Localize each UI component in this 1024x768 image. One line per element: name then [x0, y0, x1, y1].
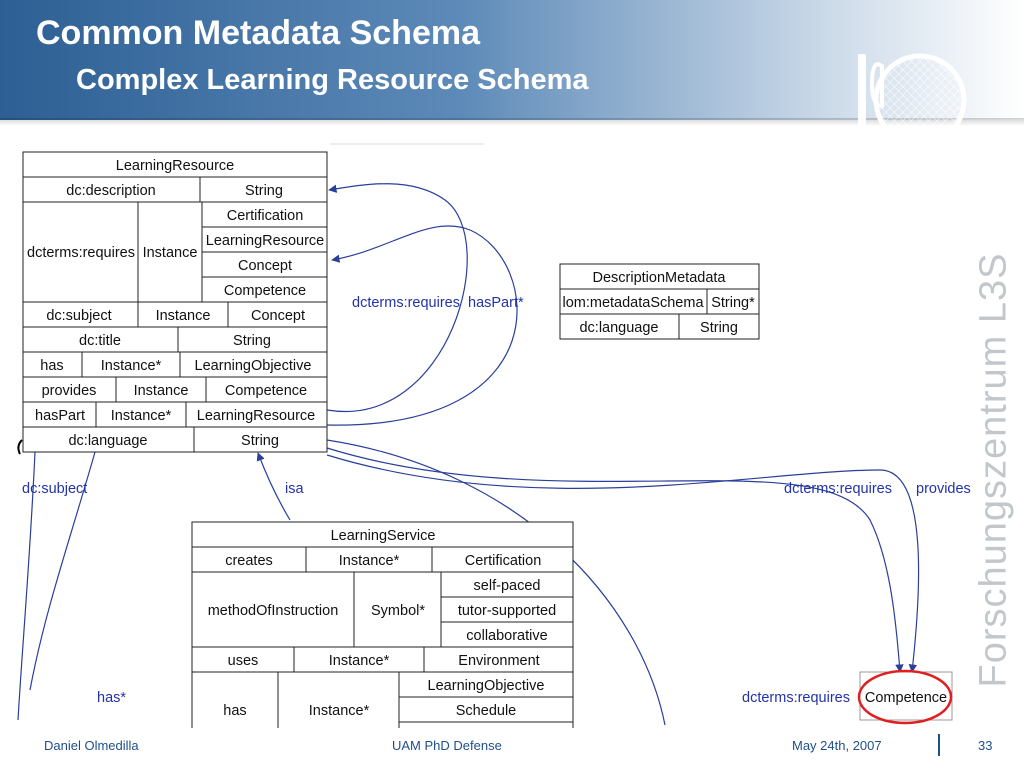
edge-self-loop-haspart	[326, 225, 518, 426]
schema-diagram: LearningResource dc:description String d…	[17, 143, 971, 728]
lr-requires-target-2: LearningResource	[206, 233, 325, 249]
lr-title-prop: dc:title	[79, 333, 121, 349]
ls-creates-prop: creates	[225, 553, 273, 569]
dm-header: DescriptionMetadata	[593, 270, 727, 286]
edge-label-provides-right: provides	[916, 481, 971, 497]
ls-method-type: Symbol*	[371, 603, 425, 619]
dm-schema-prop: lom:metadataSchema	[562, 295, 704, 311]
lr-title-type: String	[233, 333, 271, 349]
footer-separator	[938, 734, 940, 756]
ls-method-value-3: collaborative	[466, 628, 547, 644]
slide-subtitle: Complex Learning Resource Schema	[76, 64, 589, 96]
lr-description-type: String	[245, 183, 283, 199]
ls-uses-type: Instance*	[329, 653, 390, 669]
lr-subject-prop: dc:subject	[46, 308, 111, 324]
ls-method-value-1: self-paced	[474, 578, 541, 594]
lr-header: LearningResource	[116, 158, 235, 174]
edge-label-isa: isa	[285, 481, 304, 497]
lr-haspart-type: Instance*	[111, 408, 172, 424]
edge-has-star	[17, 451, 36, 721]
lr-language-type: String	[241, 433, 279, 449]
lr-provides-target: Competence	[225, 383, 307, 399]
lr-subject-target: Concept	[251, 308, 305, 324]
edge-self-loop-requires	[326, 183, 468, 413]
footer-page-number: 33	[978, 738, 993, 753]
ls-creates-target: Certification	[465, 553, 542, 569]
footer-author: Daniel Olmedilla	[44, 738, 139, 753]
lr-provides-type: Instance	[134, 383, 189, 399]
edge-label-has-star: has*	[97, 690, 126, 706]
lr-language-prop: dc:language	[68, 433, 147, 449]
ls-has-target-1: LearningObjective	[428, 678, 545, 694]
edge-requires-competence	[326, 447, 904, 673]
lr-description-prop: dc:description	[66, 183, 155, 199]
edge-labels: dcterms:requires hasPart* dc:subject isa…	[22, 295, 971, 706]
lr-haspart-target: LearningResource	[197, 408, 316, 424]
competence-highlight	[857, 669, 953, 725]
competence-label: Competence	[865, 690, 947, 706]
lr-requires-type: Instance	[143, 245, 198, 261]
lr-has-type: Instance*	[101, 358, 162, 374]
ls-uses-target: Environment	[458, 653, 539, 669]
header-shadow	[0, 118, 1024, 126]
slide-title: Common Metadata Schema	[36, 14, 480, 52]
slide-footer: Daniel Olmedilla UAM PhD Defense May 24t…	[0, 728, 1024, 768]
lr-haspart-prop: hasPart	[35, 408, 85, 424]
footer-date: May 24th, 2007	[792, 738, 882, 753]
edge-label-haspart-loop: hasPart*	[468, 295, 524, 311]
ls-method-value-2: tutor-supported	[458, 603, 556, 619]
lr-requires-target-3: Concept	[238, 258, 292, 274]
ls-has-prop: has	[223, 703, 246, 719]
edge-provides-competence	[326, 454, 920, 673]
lr-provides-prop: provides	[42, 383, 97, 399]
lr-requires-target-1: Certification	[227, 208, 304, 224]
lr-requires-prop: dcterms:requires	[27, 245, 135, 261]
learning-resource-table: LearningResource dc:description String d…	[22, 151, 328, 453]
footer-event: UAM PhD Defense	[392, 738, 502, 753]
edge-label-requires-right: dcterms:requires	[784, 481, 892, 497]
slide-header	[0, 0, 1024, 120]
dm-language-prop: dc:language	[579, 320, 658, 336]
edge-dc-subject	[29, 451, 96, 691]
ls-header: LearningService	[331, 528, 436, 544]
ls-has-target-2: Schedule	[456, 703, 516, 719]
competence-node: Competence	[857, 669, 953, 725]
dm-schema-type: String*	[711, 295, 755, 311]
lr-has-prop: has	[40, 358, 63, 374]
dm-language-type: String	[700, 320, 738, 336]
edge-label-requires-loop: dcterms:requires	[352, 295, 460, 311]
edge-label-dc-subject: dc:subject	[22, 481, 87, 497]
ls-creates-type: Instance*	[339, 553, 400, 569]
lr-requires-target-4: Competence	[224, 283, 306, 299]
ls-method-prop: methodOfInstruction	[208, 603, 339, 619]
l3s-logo	[858, 53, 967, 136]
learning-service-table: LearningService creates Instance* Certif…	[191, 521, 574, 728]
edge-label-requires-bottom: dcterms:requires	[742, 690, 850, 706]
ls-has-type: Instance*	[309, 703, 370, 719]
edge-isa	[256, 452, 291, 521]
lr-subject-type: Instance	[156, 308, 211, 324]
lr-has-target: LearningObjective	[195, 358, 312, 374]
ls-uses-prop: uses	[228, 653, 259, 669]
description-metadata-table: DescriptionMetadata lom:metadataSchema S…	[559, 263, 760, 340]
